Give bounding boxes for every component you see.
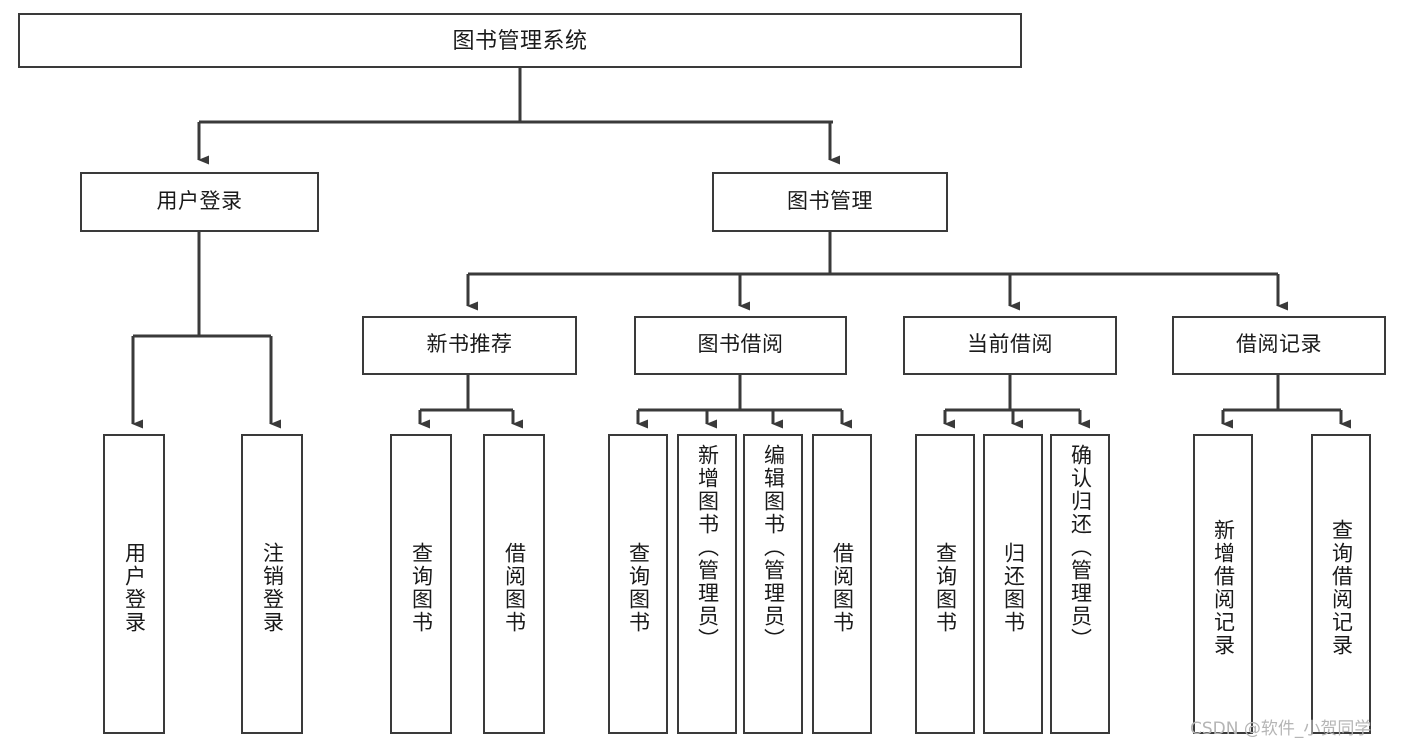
node-book-borrow[interactable]: 图书借阅 <box>634 316 847 375</box>
node-leaf-user-logout[interactable]: 注销登录 <box>241 434 303 734</box>
node-book-manage[interactable]: 图书管理 <box>712 172 948 232</box>
node-leaf-borrow-book-2[interactable]: 借阅图书 <box>812 434 872 734</box>
node-new-book-recommend[interactable]: 新书推荐 <box>362 316 577 375</box>
node-label: 查询图书 <box>933 542 957 634</box>
node-label: 借阅图书 <box>502 542 526 634</box>
node-label: 新增图书（管理员） <box>695 444 719 651</box>
node-leaf-borrow-book-1[interactable]: 借阅图书 <box>483 434 545 734</box>
node-root-system[interactable]: 图书管理系统 <box>18 13 1022 68</box>
node-leaf-query-book-2[interactable]: 查询图书 <box>608 434 668 734</box>
node-label: 注销登录 <box>260 542 284 634</box>
node-label: 编辑图书（管理员） <box>761 444 785 651</box>
node-label: 图书借阅 <box>697 333 784 357</box>
node-leaf-return-book[interactable]: 归还图书 <box>983 434 1043 734</box>
node-label: 用户登录 <box>122 542 146 634</box>
node-leaf-add-book[interactable]: 新增图书（管理员） <box>677 434 737 734</box>
node-leaf-confirm-return[interactable]: 确认归还（管理员） <box>1050 434 1110 734</box>
node-label: 用户登录 <box>156 189 243 213</box>
node-label: 图书管理系统 <box>452 27 588 53</box>
node-leaf-query-record[interactable]: 查询借阅记录 <box>1311 434 1371 734</box>
node-label: 查询借阅记录 <box>1329 519 1353 657</box>
node-label: 借阅记录 <box>1236 333 1322 357</box>
node-leaf-query-book-1[interactable]: 查询图书 <box>390 434 452 734</box>
node-user-login[interactable]: 用户登录 <box>80 172 319 232</box>
node-label: 借阅图书 <box>830 542 854 634</box>
node-borrow-record[interactable]: 借阅记录 <box>1172 316 1386 375</box>
node-label: 新增借阅记录 <box>1211 519 1235 657</box>
watermark-text: CSDN @软件_小贺同学 <box>1190 719 1372 739</box>
node-leaf-user-login[interactable]: 用户登录 <box>103 434 165 734</box>
node-leaf-edit-book[interactable]: 编辑图书（管理员） <box>743 434 803 734</box>
node-current-borrow[interactable]: 当前借阅 <box>903 316 1117 375</box>
node-leaf-add-record[interactable]: 新增借阅记录 <box>1193 434 1253 734</box>
node-label: 当前借阅 <box>967 333 1053 357</box>
node-label: 图书管理 <box>787 189 873 213</box>
node-label: 查询图书 <box>626 542 650 634</box>
node-label: 新书推荐 <box>426 333 513 357</box>
node-label: 确认归还（管理员） <box>1068 444 1092 651</box>
node-label: 归还图书 <box>1001 542 1025 634</box>
node-leaf-query-book-3[interactable]: 查询图书 <box>915 434 975 734</box>
node-label: 查询图书 <box>409 542 433 634</box>
